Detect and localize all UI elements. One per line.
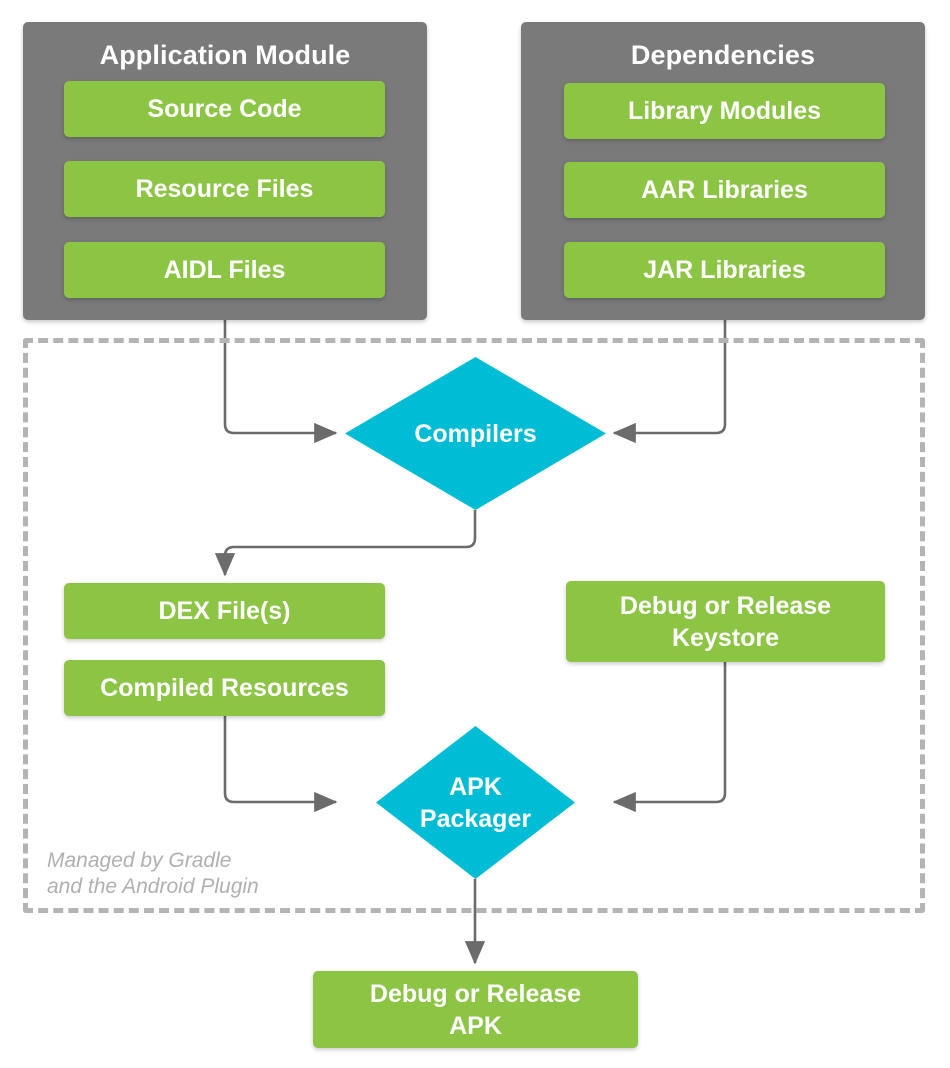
node-library-modules-label: Library Modules — [627, 97, 822, 125]
node-keystore-label-line-2: Keystore — [672, 623, 779, 652]
edge-compiled-resources-to-apk-packager — [223, 716, 338, 813]
managed-by-gradle-caption: Managed by Gradle and the Android Plugin — [47, 848, 377, 900]
node-aar-libraries-label: AAR Libraries — [641, 176, 808, 204]
process-apk-packager: APK Packager — [376, 726, 575, 879]
apk-packager-label-line-2: Packager — [419, 804, 532, 833]
process-compilers: Compilers — [345, 357, 606, 510]
edge-keystore-to-apk-packager — [612, 662, 727, 813]
node-keystore-label-line-1: Debug or Release — [619, 591, 832, 620]
node-compiled-resources-label: Compiled Resources — [100, 674, 349, 702]
node-output-apk-label-line-2: APK — [449, 1011, 502, 1040]
node-jar-libraries-label: JAR Libraries — [643, 256, 806, 284]
node-resource-files: Resource Files — [64, 161, 385, 217]
node-compiled-resources: Compiled Resources — [64, 660, 385, 716]
apk-packager-label-line-1: APK — [449, 772, 502, 801]
process-apk-packager-label: APK Packager — [376, 726, 575, 879]
process-compilers-label: Compilers — [414, 419, 537, 448]
node-source-code-label: Source Code — [147, 95, 302, 123]
managed-by-gradle-region — [23, 338, 925, 913]
node-library-modules: Library Modules — [564, 83, 885, 139]
edge-application-module-to-compilers — [223, 320, 338, 444]
node-output-apk: Debug or Release APK — [313, 971, 638, 1048]
node-dex-files: DEX File(s) — [64, 583, 385, 639]
node-resource-files-label: Resource Files — [135, 175, 314, 203]
group-application-module-title: Application Module — [99, 40, 351, 70]
node-dex-files-label: DEX File(s) — [158, 597, 291, 625]
managed-caption-line-2: and the Android Plugin — [47, 875, 259, 898]
node-aidl-files-label: AIDL Files — [163, 256, 286, 284]
node-output-apk-label-line-1: Debug or Release — [369, 979, 582, 1008]
edge-compilers-to-dex-files — [214, 510, 477, 577]
node-keystore: Debug or Release Keystore — [566, 581, 885, 662]
node-source-code: Source Code — [64, 81, 385, 137]
node-aar-libraries: AAR Libraries — [564, 162, 885, 218]
edge-dependencies-to-compilers — [612, 320, 727, 444]
managed-caption-line-1: Managed by Gradle — [47, 849, 232, 872]
node-aidl-files: AIDL Files — [64, 242, 385, 298]
node-jar-libraries: JAR Libraries — [564, 242, 885, 298]
group-dependencies-title: Dependencies — [630, 40, 816, 70]
